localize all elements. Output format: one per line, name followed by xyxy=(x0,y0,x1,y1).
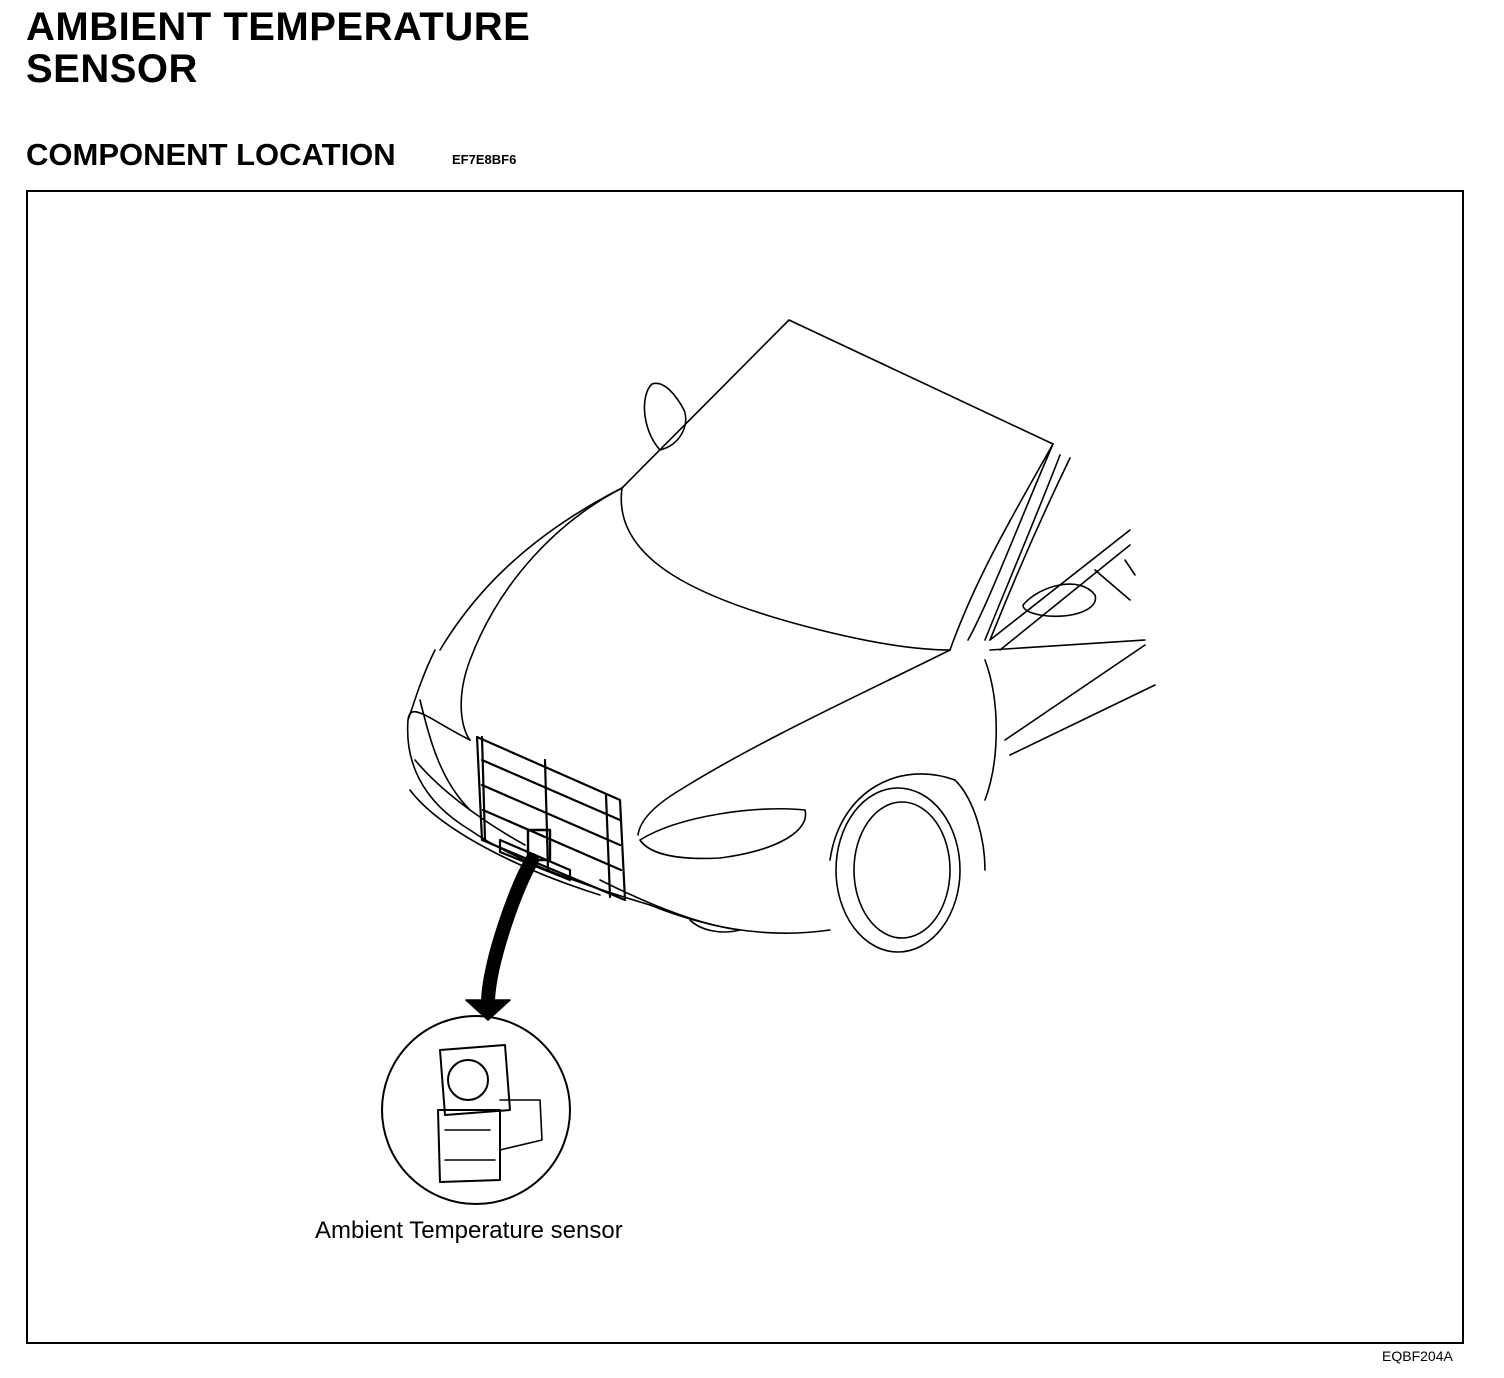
windshield-pillars xyxy=(967,443,1071,641)
sensor-callout xyxy=(381,1015,571,1205)
headlights xyxy=(419,699,807,860)
page-title-line-1: AMBIENT TEMPERATURE xyxy=(26,5,531,49)
figure-id: EQBF204A xyxy=(1382,1348,1453,1364)
page-title: AMBIENT TEMPERATURE SENSOR xyxy=(26,6,530,90)
right-mirror xyxy=(1022,583,1097,618)
callout-arrow xyxy=(465,853,539,1021)
diagram-frame xyxy=(26,190,1464,1344)
page-title-line-2: SENSOR xyxy=(26,47,198,91)
sensor-callout-label: Ambient Temperature sensor xyxy=(315,1217,623,1244)
hood-outline xyxy=(460,319,1054,836)
section-title: COMPONENT LOCATION xyxy=(26,137,396,172)
front-bumper xyxy=(406,487,831,934)
section-code: EF7E8BF6 xyxy=(452,152,517,167)
left-mirror xyxy=(643,382,687,451)
side-body-lines xyxy=(984,529,1156,801)
grille xyxy=(475,735,627,902)
front-wheel xyxy=(829,773,986,953)
